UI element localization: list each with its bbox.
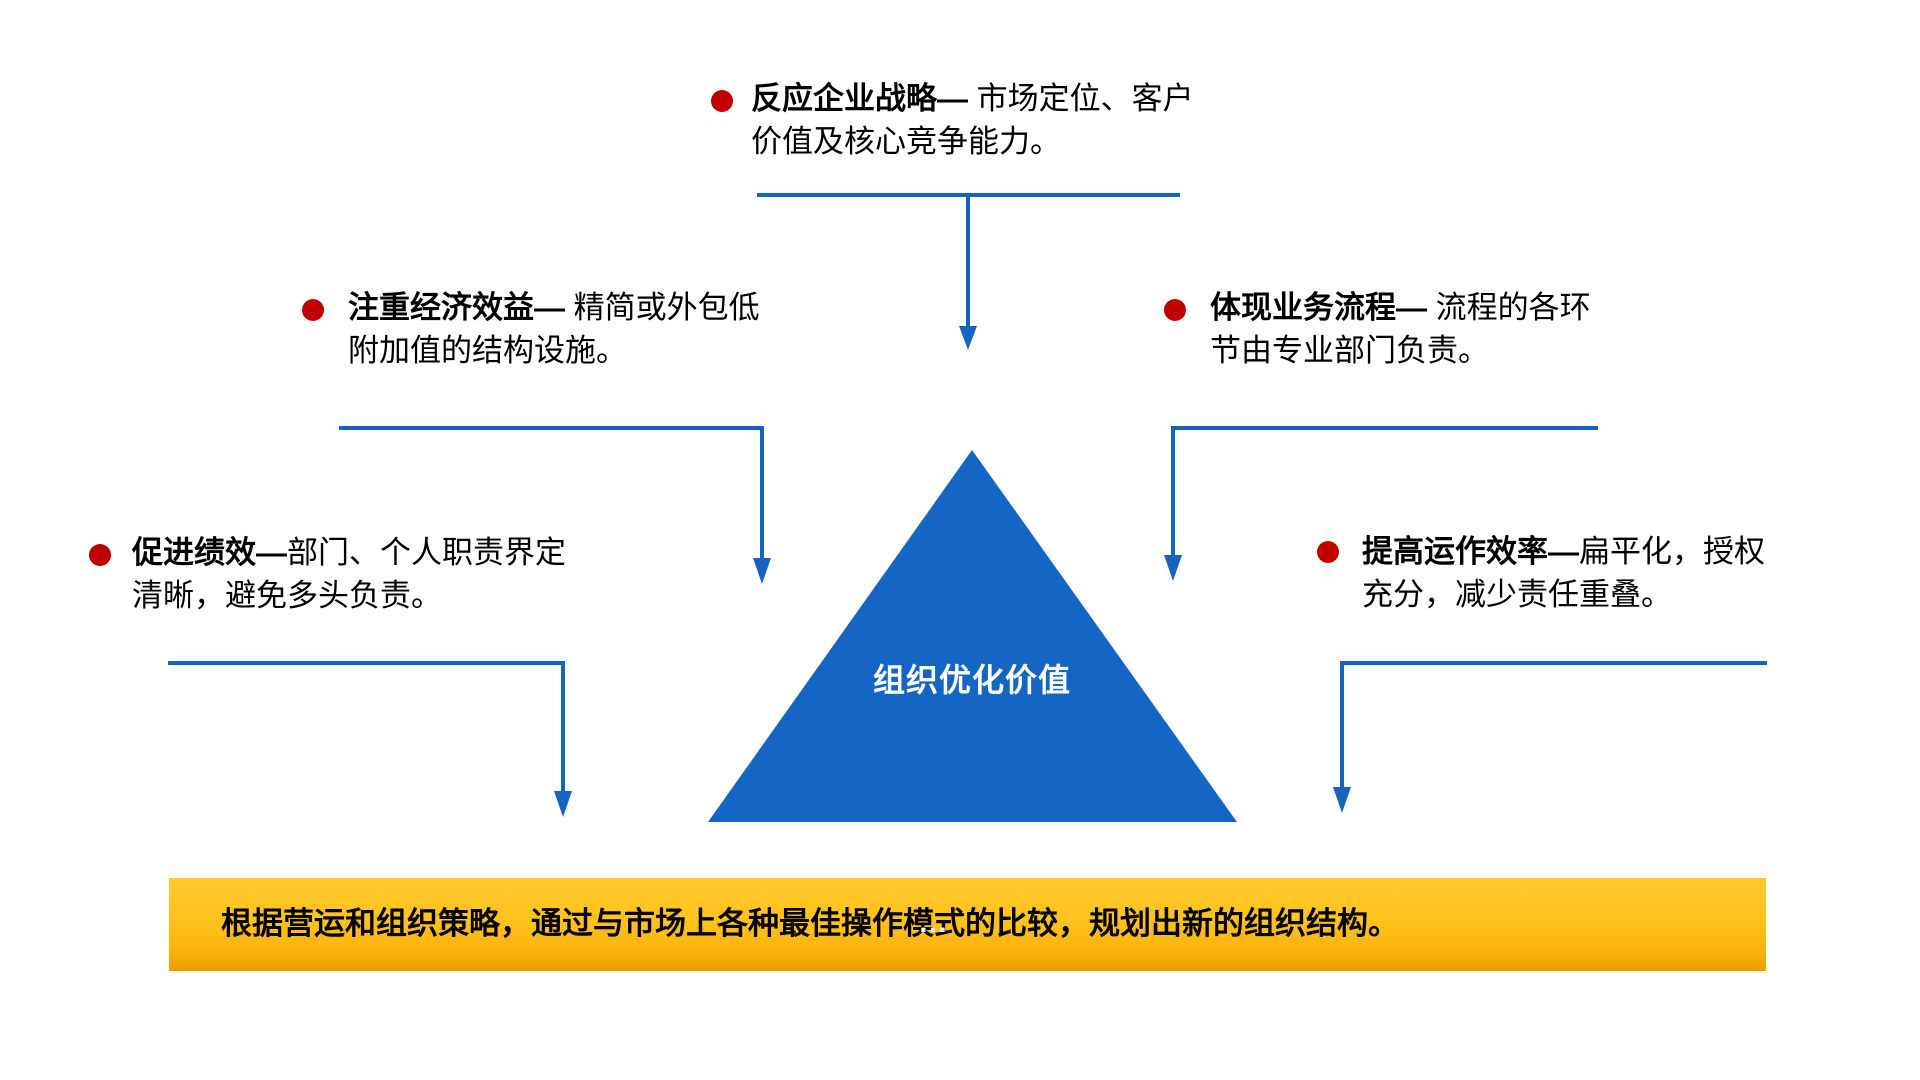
bullet-economic: 注重经济效益— 精简或外包低 附加值的结构设施。 <box>348 286 760 372</box>
connector-upper-right-line <box>1171 426 1598 557</box>
ellipsis-artifact: … <box>918 906 951 939</box>
bullet-performance-lead: 促进绩效— <box>132 535 287 570</box>
connector-upper-left-line <box>339 426 764 560</box>
arrow-down-icon <box>959 326 977 350</box>
bullet-process-lead: 体现业务流程— <box>1210 290 1427 325</box>
bullet-performance-line2: 清晰，避免多头负责。 <box>132 578 442 613</box>
conclusion-bar-text: 根据营运和组织策略，通过与市场上各种最佳操作模式的比较，规划出新的组织结构。 <box>221 906 1399 941</box>
bullet-efficiency: 提高运作效率—扁平化，授权 充分，减少责任重叠。 <box>1362 530 1765 616</box>
bullet-strategy: 反应企业战略— 市场定位、客户 价值及核心竞争能力。 <box>751 77 1194 163</box>
bullet-dot-icon <box>1164 299 1186 321</box>
bullet-dot-icon <box>89 544 111 566</box>
bullet-performance: 促进绩效—部门、个人职责界定 清晰，避免多头负责。 <box>132 531 566 617</box>
bullet-performance-rest: 部门、个人职责界定 <box>287 535 566 570</box>
bullet-process: 体现业务流程— 流程的各环 节由专业部门负责。 <box>1210 286 1591 372</box>
bullet-dot-icon <box>1317 541 1339 563</box>
bullet-efficiency-line2: 充分，减少责任重叠。 <box>1362 577 1672 612</box>
arrow-down-icon <box>554 791 572 817</box>
bullet-strategy-line2: 价值及核心竞争能力。 <box>751 124 1061 159</box>
bullet-efficiency-lead: 提高运作效率— <box>1362 534 1579 569</box>
pyramid-label: 组织优化价值 <box>872 662 1071 698</box>
connector-upper-left <box>339 426 771 584</box>
bullet-economic-lead: 注重经济效益— <box>348 290 565 325</box>
connector-top-line <box>757 193 1180 330</box>
connector-lower-right-line <box>1340 661 1767 789</box>
arrow-down-icon <box>753 558 771 584</box>
arrow-down-icon <box>1164 555 1182 581</box>
bullet-efficiency-rest: 扁平化，授权 <box>1579 534 1765 569</box>
bullet-dot-icon <box>711 90 733 112</box>
connector-lower-right <box>1333 661 1767 813</box>
bullet-process-line2: 节由专业部门负责。 <box>1210 333 1489 368</box>
pyramid-shape <box>708 450 1237 822</box>
bullet-process-rest: 流程的各环 <box>1427 290 1591 325</box>
bullet-strategy-lead: 反应企业战略— <box>751 81 968 116</box>
bullet-strategy-rest: 市场定位、客户 <box>968 81 1194 116</box>
connector-upper-right <box>1164 426 1598 581</box>
arrow-down-icon <box>1333 787 1351 813</box>
bullet-dot-icon <box>302 299 324 321</box>
connector-top <box>757 193 1180 350</box>
connector-lower-left-line <box>168 661 565 793</box>
connector-lower-left <box>168 661 572 817</box>
bullet-economic-line2: 附加值的结构设施。 <box>348 333 627 368</box>
bullet-economic-rest: 精简或外包低 <box>565 290 760 325</box>
conclusion-bar: 根据营运和组织策略，通过与市场上各种最佳操作模式的比较，规划出新的组织结构。 <box>169 878 1766 971</box>
